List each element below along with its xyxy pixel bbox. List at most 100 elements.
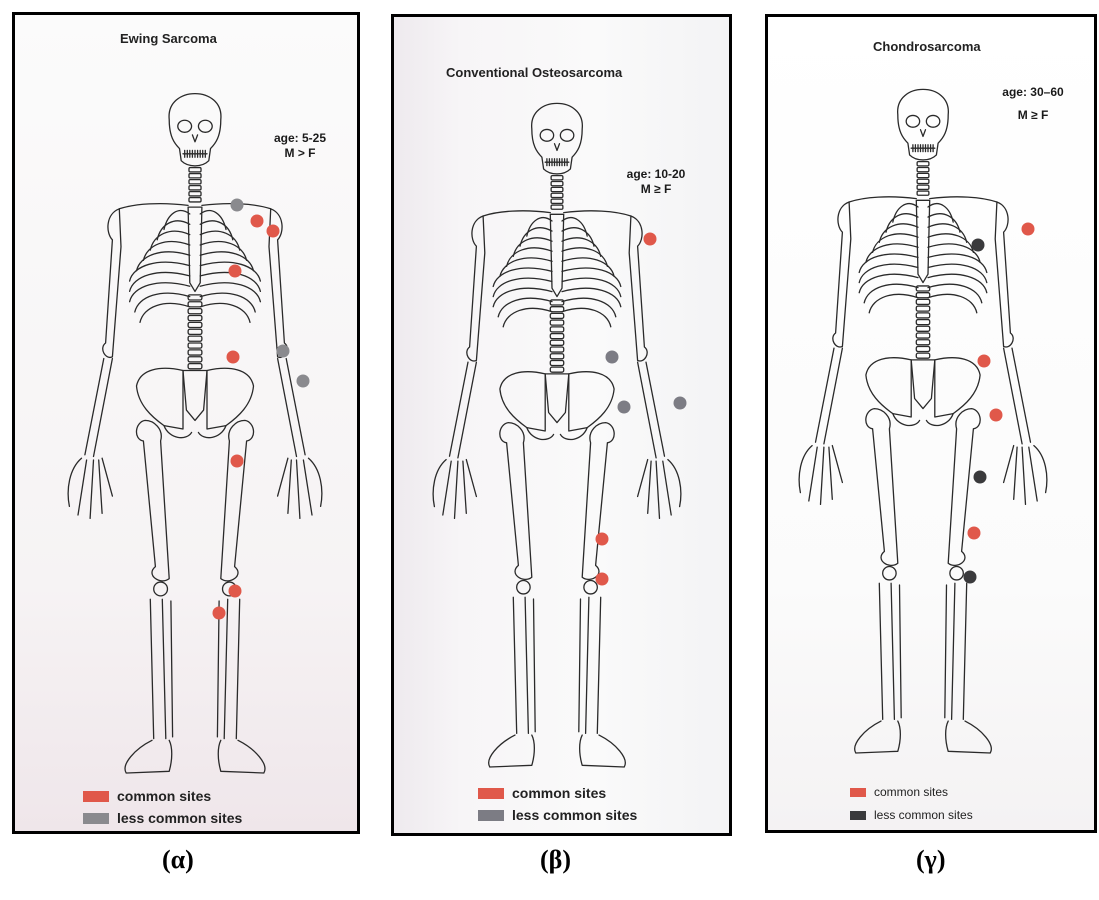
lower-leg-right bbox=[579, 597, 601, 733]
rib-right bbox=[928, 234, 973, 253]
panel-title: Conventional Osteosarcoma bbox=[446, 65, 622, 80]
sacrum bbox=[545, 374, 569, 423]
panel-ewing-sarcoma: Ewing Sarcoma age: 5-25 M > F common sit… bbox=[12, 12, 360, 834]
rib-left bbox=[513, 238, 552, 256]
lumbar-vertebra bbox=[550, 347, 563, 352]
lumbar-vertebra bbox=[550, 320, 563, 325]
cervical-vertebra bbox=[189, 186, 201, 190]
rib-right bbox=[562, 248, 607, 267]
lumbar-vertebra bbox=[550, 340, 563, 345]
caption-alpha: (α) bbox=[162, 845, 194, 875]
rib-left bbox=[137, 252, 190, 271]
common-site-marker bbox=[251, 215, 264, 228]
humerus-left bbox=[467, 216, 485, 361]
rib-right bbox=[200, 211, 226, 230]
cervical-vertebra bbox=[551, 205, 563, 209]
rib-right bbox=[928, 264, 987, 282]
lumbar-vertebra bbox=[550, 360, 563, 365]
eye-socket-left bbox=[540, 129, 553, 141]
rib-right bbox=[200, 303, 250, 322]
lumbar-vertebra bbox=[188, 322, 202, 327]
patella-left bbox=[154, 582, 168, 596]
legend-less-common-label: less common sites bbox=[117, 810, 242, 826]
lumbar-vertebra bbox=[188, 302, 202, 307]
less-common-site-marker bbox=[231, 199, 244, 212]
sex-ratio-label: M > F bbox=[265, 146, 335, 161]
cervical-vertebra bbox=[917, 185, 929, 189]
less-common-site-marker bbox=[277, 345, 290, 358]
less-common-site-marker bbox=[972, 239, 985, 252]
femur-left bbox=[866, 409, 898, 566]
less-common-site-marker bbox=[964, 571, 977, 584]
lower-leg-left bbox=[513, 597, 535, 733]
lumbar-vertebra bbox=[550, 327, 563, 332]
hand-left bbox=[433, 460, 476, 519]
eye-socket-right bbox=[926, 115, 939, 127]
legend-common: common sites bbox=[850, 785, 948, 799]
rib-left bbox=[140, 303, 190, 322]
age-label: age: 10-20 bbox=[616, 167, 696, 182]
cervical-vertebra bbox=[189, 174, 201, 178]
rib-left bbox=[493, 288, 552, 306]
panel-conventional-osteosarcoma: Conventional Osteosarcoma age: 10-20 M ≥… bbox=[391, 14, 732, 836]
legend-common: common sites bbox=[83, 788, 211, 804]
humerus-left bbox=[833, 202, 851, 347]
eye-socket-left bbox=[178, 120, 192, 132]
common-site-marker bbox=[213, 607, 226, 620]
panel-chondrosarcoma: Chondrosarcoma age: 30–60 M ≥ F common s… bbox=[765, 14, 1097, 833]
cervical-vertebra bbox=[189, 168, 201, 172]
nasal-cavity bbox=[192, 135, 197, 142]
lumbar-vertebra bbox=[550, 313, 563, 318]
rib-left bbox=[869, 294, 918, 312]
forearm-left bbox=[85, 359, 113, 457]
clavicle-left bbox=[483, 211, 550, 216]
rib-left bbox=[520, 228, 552, 246]
rib-left bbox=[135, 293, 190, 312]
sacrum bbox=[183, 371, 207, 421]
femur-left bbox=[136, 420, 169, 580]
lumbar-vertebra bbox=[916, 333, 929, 338]
eye-socket-right bbox=[560, 129, 573, 141]
less-common-site-swatch bbox=[83, 813, 109, 824]
lumbar-vertebra bbox=[550, 354, 563, 359]
common-site-swatch bbox=[83, 791, 109, 802]
hand-left bbox=[799, 446, 842, 505]
femur-right bbox=[221, 420, 254, 580]
rib-right bbox=[200, 231, 240, 250]
rib-left bbox=[493, 278, 552, 296]
cervical-vertebra bbox=[551, 199, 563, 203]
lumbar-vertebra bbox=[550, 334, 563, 339]
forearm-left bbox=[450, 362, 477, 458]
rib-left bbox=[864, 284, 918, 303]
rib-left bbox=[130, 272, 190, 291]
lower-leg-left bbox=[150, 599, 172, 738]
common-site-marker bbox=[231, 455, 244, 468]
forearm-left bbox=[816, 348, 843, 444]
rib-right bbox=[562, 258, 614, 276]
less-common-site-marker bbox=[297, 375, 310, 388]
rib-left bbox=[157, 221, 190, 240]
lower-leg-right bbox=[945, 583, 967, 719]
common-site-swatch bbox=[850, 788, 866, 797]
forearm-right bbox=[1004, 348, 1031, 444]
lumbar-vertebra bbox=[188, 309, 202, 314]
lumbar-vertebra bbox=[188, 357, 202, 362]
foot-left bbox=[125, 740, 172, 773]
common-site-marker bbox=[227, 351, 240, 364]
less-common-site-swatch bbox=[478, 810, 504, 821]
common-site-marker bbox=[968, 527, 981, 540]
foot-right bbox=[946, 721, 992, 753]
age-range: age: 5-25 M > F bbox=[265, 131, 335, 161]
rib-right bbox=[928, 204, 953, 222]
lumbar-vertebra bbox=[550, 307, 563, 312]
clavicle-left bbox=[119, 204, 188, 209]
less-common-site-marker bbox=[618, 401, 631, 414]
rib-left bbox=[893, 204, 918, 222]
rib-right bbox=[200, 252, 253, 271]
foot-right bbox=[218, 740, 265, 773]
humerus-left bbox=[103, 209, 121, 358]
lumbar-vertebra bbox=[916, 286, 929, 291]
legend-less-common: less common sites bbox=[83, 810, 242, 826]
lumbar-vertebra bbox=[188, 329, 202, 334]
patella-left bbox=[517, 581, 530, 594]
